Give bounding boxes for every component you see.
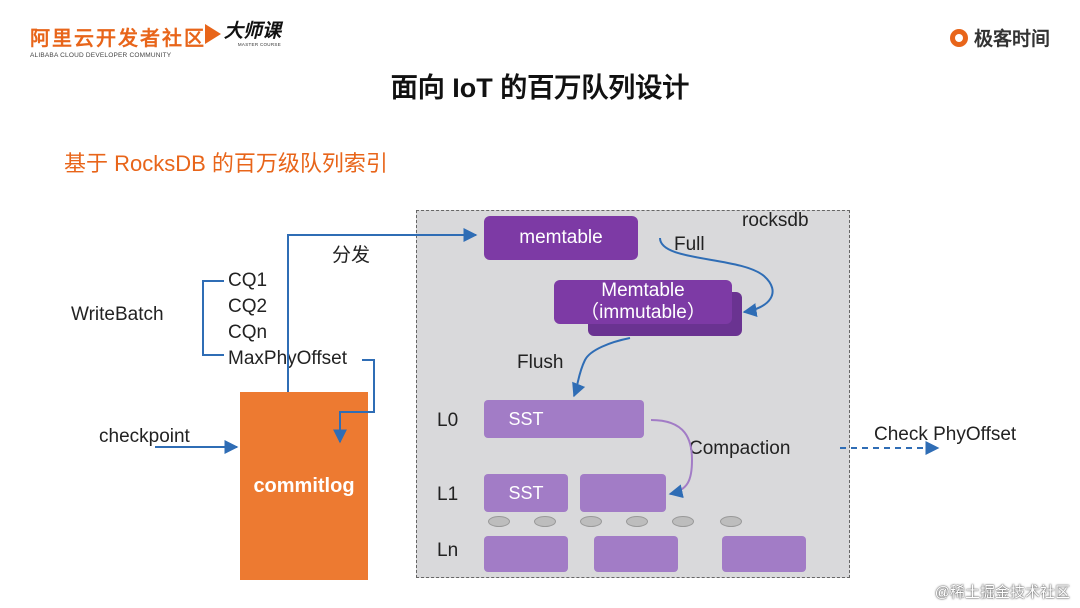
maxphyoffset-arrow [333, 359, 375, 444]
level-dot-5 [672, 516, 694, 527]
level-dot-4 [626, 516, 648, 527]
l1-sst-1: SST [484, 474, 568, 512]
full-arrow [659, 237, 774, 317]
alibaba-logo-en: ALIBABA CLOUD DEVELOPER COMMUNITY [30, 52, 172, 59]
alibaba-logo-cn: 阿里云开发者社区 [30, 28, 206, 50]
ln-sst-2 [594, 536, 678, 572]
level-dot-2 [534, 516, 556, 527]
level-l0-label: L0 [437, 410, 459, 431]
cq1-label: CQ1 [228, 270, 268, 291]
geektime-logo: 极客时间 [949, 24, 1050, 51]
rocksdb-label: rocksdb [742, 210, 809, 231]
compaction-label: Compaction [689, 438, 791, 459]
check-phyoffset-label: Check PhyOffset [874, 424, 1017, 445]
level-ln-label: Ln [437, 540, 459, 561]
cqn-label: CQn [228, 322, 268, 343]
level-l1-label: L1 [437, 484, 459, 505]
flush-arrow [572, 337, 631, 398]
commitlog-box: commitlog [240, 392, 368, 580]
full-label: Full [674, 234, 705, 255]
play-icon [205, 24, 221, 44]
master-course-logo: 大师课 MASTER COURSE [205, 22, 281, 47]
ln-sst-1 [484, 536, 568, 572]
slide-subtitle: 基于 RocksDB 的百万级队列索引 [64, 151, 388, 176]
dispatch-arrow [287, 228, 478, 392]
immutable-line1: Memtable [601, 280, 685, 301]
cq2-label: CQ2 [228, 296, 268, 317]
watermark: @稀土掘金技术社区 [934, 584, 1070, 601]
compaction-arrow [650, 419, 694, 499]
slide-title: 面向 IoT 的百万队列设计 [390, 73, 690, 103]
master-course-cn: 大师课 [224, 21, 282, 42]
level-dot-3 [580, 516, 602, 527]
dispatch-label: 分发 [332, 245, 371, 266]
geektime-text: 极客时间 [973, 29, 1050, 50]
l0-sst-2 [560, 400, 644, 438]
ln-sst-3 [722, 536, 806, 572]
writebatch-label: WriteBatch [71, 304, 164, 325]
memtable-box: memtable [484, 216, 638, 260]
alibaba-logo: 阿里云开发者社区 ALIBABA CLOUD DEVELOPER COMMUNI… [30, 22, 206, 59]
l1-sst-2 [580, 474, 666, 512]
checkpoint-label: checkpoint [99, 426, 190, 447]
immutable-memtable-box: Memtable （immutable） [554, 280, 732, 324]
flush-label: Flush [517, 352, 564, 373]
level-dot-1 [488, 516, 510, 527]
level-dot-6 [720, 516, 742, 527]
l0-sst-1: SST [484, 400, 568, 438]
immutable-line2: （immutable） [580, 302, 706, 323]
geektime-icon [949, 28, 968, 47]
writebatch-bracket [202, 280, 224, 356]
master-course-en: MASTER COURSE [237, 42, 282, 47]
